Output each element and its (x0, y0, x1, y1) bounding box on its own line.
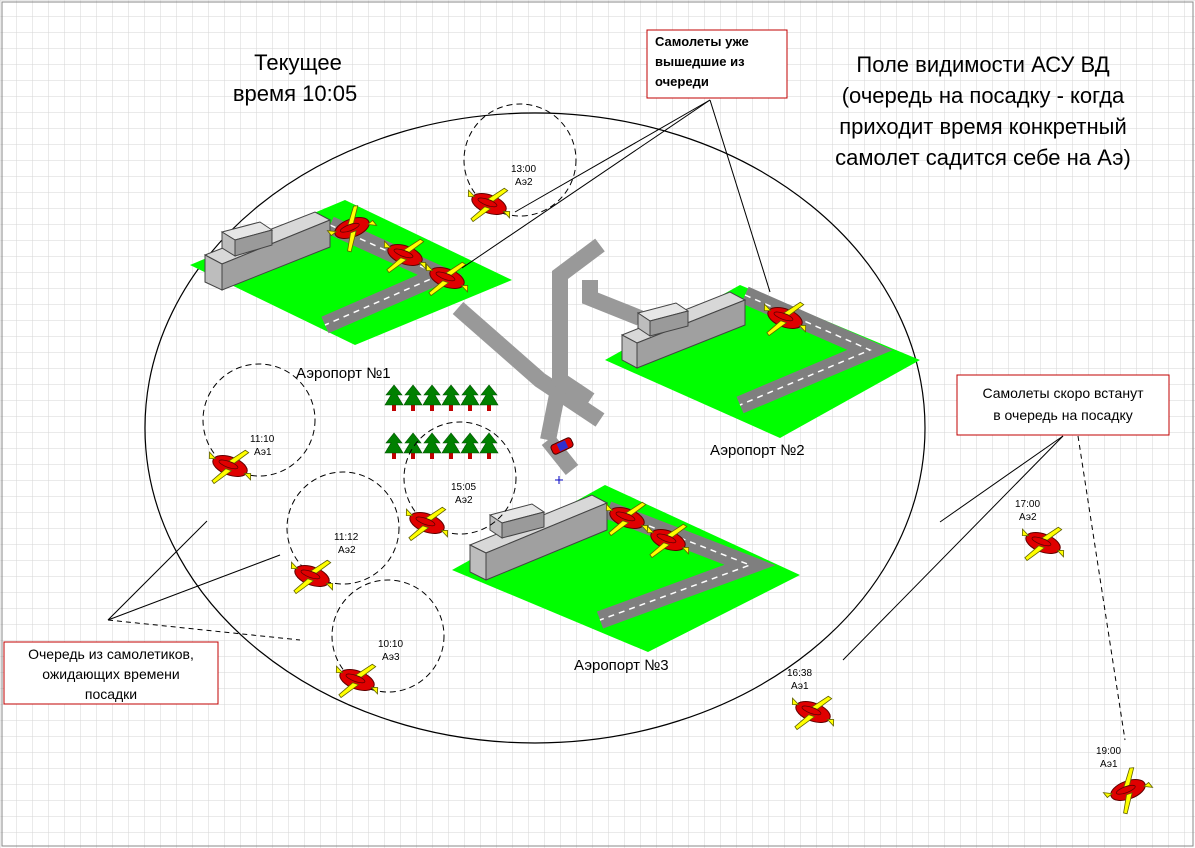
current-time-title: Текущее время 10:05 (233, 50, 357, 106)
svg-text:Самолеты скоро встанут: Самолеты скоро встанут (982, 385, 1144, 401)
slot-airport: Аэ3 (382, 652, 400, 663)
slot-time: 10:10 (378, 639, 403, 650)
slot-airport: Аэ2 (455, 495, 473, 506)
svg-text:приходит время конкретный: приходит время конкретный (839, 114, 1127, 139)
queue-slot[interactable]: 15:05 Аэ2 (396, 421, 517, 553)
slot-time: 11:12 (334, 532, 359, 543)
svg-text:Поле видимости АСУ ВД: Поле видимости АСУ ВД (856, 52, 1109, 77)
incoming-airport: Аэ1 (791, 681, 809, 692)
slot-airport: Аэ2 (338, 545, 356, 556)
svg-text:Очередь из самолетиков,: Очередь из самолетиков, (28, 646, 194, 662)
airport-2-terminal (620, 291, 747, 369)
slot-time: 11:10 (250, 434, 275, 445)
incoming-plane[interactable]: 19:00 Аэ1 (1096, 746, 1159, 820)
svg-text:в очередь на посадку: в очередь на посадку (993, 407, 1133, 423)
svg-text:самолет садится себе на Аэ): самолет садится себе на Аэ) (835, 145, 1131, 170)
airport-1-terminal (203, 211, 332, 291)
incoming-plane[interactable]: 16:38 Аэ1 (782, 668, 843, 742)
slot-time: 15:05 (451, 482, 476, 493)
svg-text:ожидающих времени: ожидающих времени (42, 666, 179, 682)
callout-queue: Очередь из самолетиков, ожидающих времен… (3, 641, 219, 705)
airport-1[interactable]: Аэропорт №1 (190, 200, 512, 382)
incoming-airport: Аэ2 (1019, 512, 1037, 523)
callout-soon: Самолеты скоро встанут в очередь на поса… (956, 374, 1170, 436)
airport-3-runway-marks (599, 509, 753, 621)
airport-1-label: Аэропорт №1 (296, 365, 391, 382)
slot-airport: Аэ2 (515, 177, 533, 188)
visibility-zone (144, 112, 926, 744)
svg-text:Текущее: Текущее (254, 50, 342, 75)
svg-text:посадки: посадки (85, 686, 137, 702)
svg-text:очереди: очереди (655, 74, 709, 89)
incoming-time: 19:00 (1096, 746, 1121, 757)
cursor-crosshair (555, 476, 563, 484)
slot-airport: Аэ1 (254, 447, 272, 458)
svg-text:(очередь на посадку - когда: (очередь на посадку - когда (842, 83, 1125, 108)
airport-3[interactable]: Аэропорт №3 (452, 485, 800, 674)
incoming-time: 16:38 (787, 668, 812, 679)
svg-text:Самолеты уже: Самолеты уже (655, 34, 749, 49)
airport-3-label: Аэропорт №3 (574, 657, 669, 674)
queue-slot[interactable]: 11:10 Аэ1 (199, 363, 316, 496)
incoming-airport: Аэ1 (1100, 759, 1118, 770)
incoming-plane[interactable]: 17:00 Аэ2 (1012, 499, 1073, 573)
svg-text:время 10:05: время 10:05 (233, 81, 357, 106)
svg-text:вышедшие из: вышедшие из (655, 54, 745, 69)
queue-slot[interactable]: 10:10 Аэ3 (326, 579, 445, 710)
airport-3-terminal (468, 494, 609, 581)
field-description: Поле видимости АСУ ВД (очередь на посадк… (835, 52, 1131, 170)
queue-slot[interactable]: 13:00 Аэ2 (458, 103, 577, 234)
slot-time: 13:00 (511, 164, 536, 175)
queue-slot[interactable]: 11:12 Аэ2 (281, 471, 400, 606)
car-icon (550, 437, 574, 455)
callout-departed: Самолеты уже вышедшие из очереди (646, 29, 788, 99)
incoming-time: 17:00 (1015, 499, 1040, 510)
airport-2-label: Аэропорт №2 (710, 442, 805, 459)
leader-lines (107, 99, 1126, 741)
